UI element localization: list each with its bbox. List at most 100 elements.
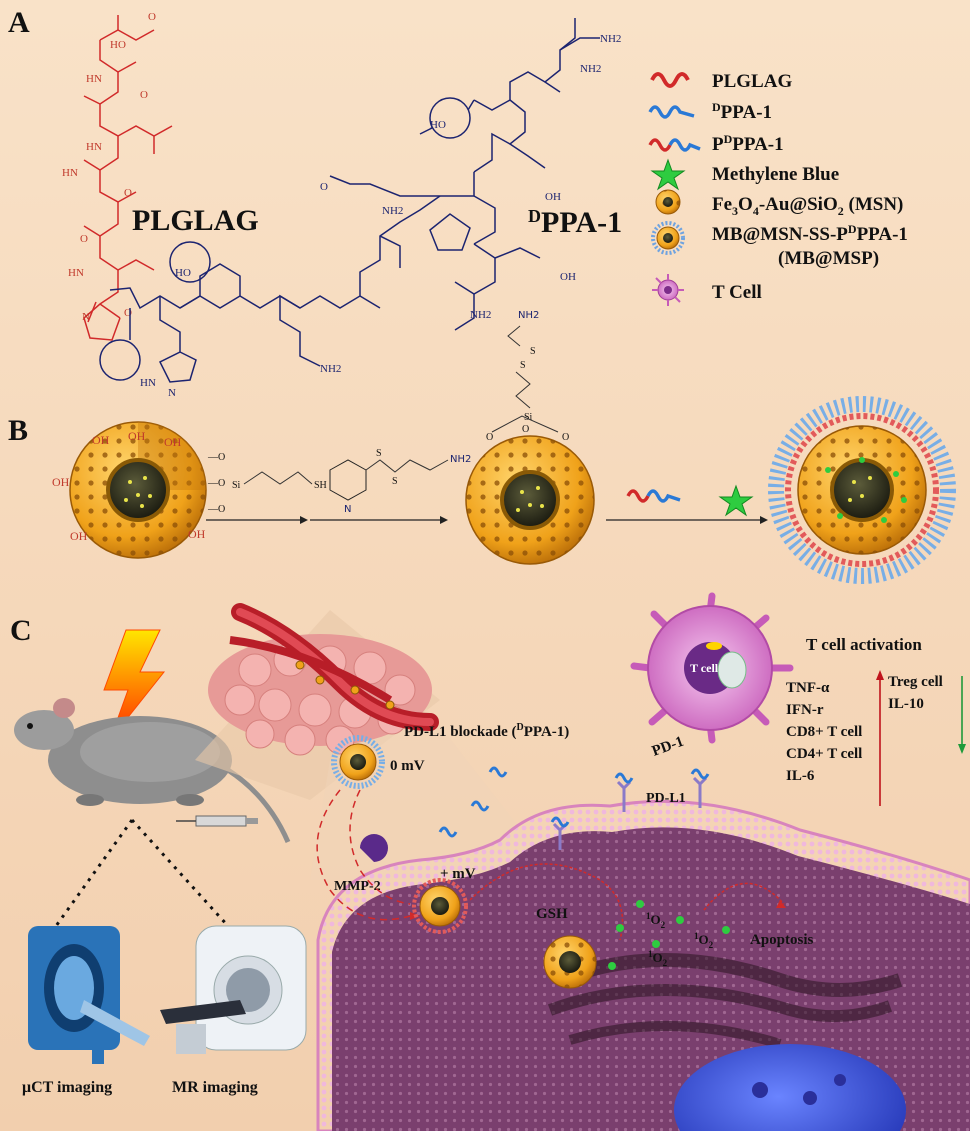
- svg-text:OH: OH: [545, 191, 561, 203]
- pyridyl-disulfide-reagent: N S S NH2: [329, 448, 471, 515]
- svg-text:S: S: [530, 346, 536, 357]
- svg-text:NH2: NH2: [470, 309, 491, 321]
- svg-text:OH: OH: [92, 433, 110, 447]
- label-mmp2: MMP-2: [334, 879, 381, 894]
- mr-scanner-icon: [160, 925, 307, 1054]
- ct-scanner-icon: [28, 926, 150, 1064]
- label-tcell: T cell: [690, 661, 719, 675]
- plglag-structure: HO O HN O HN HN O O HN O N: [62, 11, 173, 341]
- svg-text:OH: OH: [128, 429, 146, 443]
- svg-text:O: O: [140, 89, 148, 101]
- red-helix-icon: [650, 72, 690, 88]
- label-pdl1-blockade: PD-L1 blockade (DPPA-1): [404, 722, 569, 740]
- peptide-over-arrow: [626, 489, 681, 503]
- svg-text:IL-6: IL-6: [786, 768, 815, 784]
- label-tcell-activation: T cell activation: [806, 635, 922, 654]
- svg-text:1O2: 1O2: [648, 949, 668, 968]
- pdl1-receptors: [552, 776, 708, 850]
- label-mr-imaging: MR imaging: [172, 1079, 258, 1096]
- svg-text:IFN-r: IFN-r: [786, 702, 824, 718]
- svg-text:—O: —O: [207, 504, 225, 515]
- svg-text:O: O: [124, 187, 132, 199]
- panel-label-c: C: [10, 614, 32, 647]
- svg-text:NH2: NH2: [518, 310, 539, 321]
- svg-text:HN: HN: [140, 377, 156, 389]
- tcell-icon: [652, 274, 684, 306]
- svg-text:O: O: [486, 432, 493, 443]
- svg-text:NH2: NH2: [382, 205, 403, 217]
- svg-text:O: O: [148, 11, 156, 23]
- star-over-arrow: [718, 484, 754, 517]
- light-icon: [103, 629, 166, 741]
- mmp2-icon: [360, 834, 388, 862]
- svg-text:TNF-α: TNF-α: [786, 680, 830, 696]
- dppa1-structure: HO NH2 NH2 OH OH NH2 NH2 NH2 O HN N HO: [99, 18, 621, 399]
- legend-mb-msp-short: (MB@MSP): [778, 248, 879, 269]
- svg-text:HN: HN: [68, 267, 84, 279]
- svg-text:HO: HO: [430, 119, 446, 131]
- svg-text:NH2: NH2: [580, 63, 601, 75]
- dppa1-bound: [550, 768, 710, 828]
- svg-text:S: S: [376, 448, 382, 459]
- label-ct-imaging: μCT imaging: [22, 1079, 112, 1096]
- label-gsh: GSH: [536, 906, 568, 922]
- green-star-icon: [650, 158, 686, 191]
- legend-tcell: T Cell: [712, 282, 762, 303]
- chem-oh: HO: [110, 39, 126, 51]
- svg-text:N: N: [168, 387, 176, 399]
- svg-text:NH2: NH2: [320, 363, 341, 375]
- free-dppa1: [438, 766, 508, 838]
- tcell-large: [630, 592, 794, 744]
- svg-text:OH: OH: [164, 435, 182, 449]
- svg-text:O: O: [522, 424, 529, 435]
- legend-plglag: PLGLAG: [712, 71, 792, 92]
- msn-bare: OH OH OH OH OH OH: [52, 421, 207, 559]
- svg-text:N: N: [82, 311, 90, 323]
- svg-text:Si: Si: [232, 480, 241, 491]
- coated-nanoparticle-icon: [651, 221, 685, 255]
- svg-text:—O: —O: [207, 452, 225, 463]
- panel-label-a: A: [8, 6, 30, 39]
- msn-functionalized: O O O Si S S NH2: [465, 310, 595, 565]
- nucleus: [674, 1044, 906, 1131]
- svg-text:IL-10: IL-10: [888, 696, 924, 712]
- up-markers: TNF-α IFN-r CD8+ T cell CD4+ T cell IL-6: [786, 680, 862, 784]
- svg-text:O: O: [320, 181, 328, 193]
- svg-text:1O2: 1O2: [646, 911, 666, 930]
- svg-text:S: S: [392, 476, 398, 487]
- svg-text:OH: OH: [560, 271, 576, 283]
- tumor-cell: [316, 799, 970, 1131]
- released-mb: [608, 900, 730, 970]
- svg-text:HN: HN: [86, 73, 102, 85]
- svg-text:NH2: NH2: [450, 454, 471, 465]
- label-dppa1: DPPA-1: [528, 206, 622, 239]
- label-pdl1: PD-L1: [646, 791, 686, 806]
- nanoparticle-0mv: [331, 735, 385, 789]
- nanoparticle-plus-mv: [412, 878, 468, 934]
- svg-text:SH: SH: [314, 480, 327, 491]
- tumor-tissue: [208, 603, 439, 756]
- svg-text:HN: HN: [62, 167, 78, 179]
- svg-text:CD8+ T cell: CD8+ T cell: [786, 724, 862, 740]
- legend: PLGLAG DPPA-1 PDPPA-1 Methylene Blue Fe3…: [648, 71, 908, 306]
- svg-text:OH: OH: [52, 475, 70, 489]
- svg-text:NH2: NH2: [600, 33, 621, 45]
- blue-helix-icon: [648, 105, 695, 119]
- mouse-to-imaging-lines: [54, 818, 230, 928]
- svg-text:HO: HO: [175, 267, 191, 279]
- legend-pdppa1: PDPPA-1: [712, 132, 784, 155]
- mb-msp-final: [768, 396, 956, 584]
- down-markers: Treg cell IL-10: [888, 674, 943, 712]
- svg-text:1O2: 1O2: [694, 931, 714, 950]
- svg-text:—O: —O: [207, 478, 225, 489]
- legend-methylene-blue: Methylene Blue: [712, 164, 839, 185]
- label-plglag: PLGLAG: [132, 204, 259, 237]
- label-plus-mv: + mV: [440, 866, 476, 882]
- legend-msn: Fe3O4-Au@SiO2 (MSN): [712, 194, 903, 218]
- legend-mb-msp: MB@MSN-SS-PDPPA-1: [712, 222, 908, 245]
- silane-reagent: —O —O —O Si SH: [207, 452, 327, 515]
- svg-text:S: S: [520, 360, 526, 371]
- red-blue-helix-icon: [648, 138, 701, 152]
